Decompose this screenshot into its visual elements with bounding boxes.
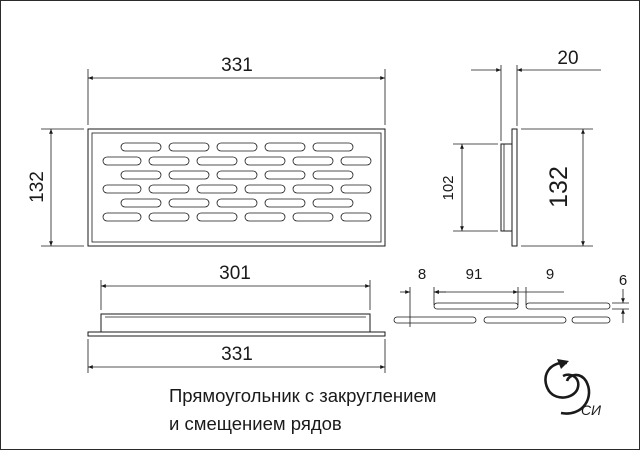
logo-text: СИ xyxy=(581,402,602,418)
grille-slot xyxy=(264,198,306,208)
side-inner-height-dimension: 102 xyxy=(440,143,498,232)
grille-slot xyxy=(196,156,238,166)
grille-slot xyxy=(340,184,372,194)
front-height-label: 132 xyxy=(27,171,48,203)
logo-swirl-icon xyxy=(557,359,569,369)
side-inner-height-label: 102 xyxy=(440,175,457,200)
front-view xyxy=(87,128,386,247)
grille-slot xyxy=(120,142,162,152)
grille-slot xyxy=(244,156,286,166)
grille-slot xyxy=(216,170,258,180)
slot-offset-label: 8 xyxy=(418,266,426,283)
logo-swirl-icon xyxy=(544,361,580,399)
slot-detail-row-upper xyxy=(433,302,611,310)
grille-slot xyxy=(196,184,238,194)
grille-slot xyxy=(196,212,238,222)
grille-slot xyxy=(244,184,286,194)
side-view xyxy=(500,128,518,247)
grille-slot xyxy=(148,156,190,166)
grille-slot xyxy=(312,170,354,180)
grille-slot xyxy=(292,212,334,222)
detail-slot xyxy=(571,316,611,324)
grille-slot xyxy=(340,156,372,166)
grille-slot xyxy=(264,142,306,152)
grille-slot xyxy=(102,212,142,222)
logo-swirl-icon xyxy=(560,373,591,415)
grille-slot xyxy=(312,142,354,152)
grille-slot xyxy=(168,142,210,152)
front-width-label: 331 xyxy=(221,55,253,76)
slot-rows xyxy=(102,142,372,222)
grille-slot xyxy=(168,198,210,208)
grille-outer-frame xyxy=(87,128,386,247)
detail-slot xyxy=(393,316,477,324)
bottom-outer-width-dimension: 331 xyxy=(87,339,386,373)
company-logo: СИ xyxy=(544,359,602,418)
slot-gap-label: 9 xyxy=(546,266,554,283)
grille-slot xyxy=(120,170,162,180)
caption-line-2: и смещением рядов xyxy=(169,413,342,434)
bottom-view xyxy=(87,313,386,337)
grille-slot xyxy=(148,184,190,194)
grille-slot xyxy=(102,184,142,194)
grille-slot xyxy=(340,212,372,222)
side-body xyxy=(500,143,513,232)
grille-slot xyxy=(168,170,210,180)
detail-slot xyxy=(433,302,519,310)
grille-slot xyxy=(244,212,286,222)
side-flange xyxy=(511,128,518,247)
bottom-inner-width-label: 301 xyxy=(219,263,251,284)
grille-slot xyxy=(264,170,306,180)
grille-slot xyxy=(216,142,258,152)
detail-slot xyxy=(525,302,611,310)
slot-detail-row-lower xyxy=(393,316,611,324)
grille-slot xyxy=(120,198,162,208)
slot-width-label: 6 xyxy=(619,272,627,289)
grille-slot xyxy=(292,184,334,194)
grille-inner-frame xyxy=(91,132,382,243)
grille-slot xyxy=(148,212,190,222)
bottom-view-flange xyxy=(87,331,386,337)
side-depth-dimension: 20 xyxy=(471,48,601,141)
side-outer-height-dimension: 132 xyxy=(521,128,593,247)
grille-slot xyxy=(312,198,354,208)
grille-slot xyxy=(102,156,142,166)
front-width-dimension: 331 xyxy=(87,55,386,125)
front-height-dimension: 132 xyxy=(27,128,84,247)
caption-line-1: Прямоугольник с закруглением xyxy=(169,385,437,406)
side-outer-height-label: 132 xyxy=(545,166,573,208)
slot-detail: 8 91 9 6 xyxy=(393,266,629,327)
grille-slot xyxy=(292,156,334,166)
detail-slot xyxy=(483,316,567,324)
side-depth-label: 20 xyxy=(557,48,578,69)
slot-length-label: 91 xyxy=(466,266,483,283)
grille-slot xyxy=(216,198,258,208)
bottom-inner-width-dimension: 301 xyxy=(100,263,371,310)
bottom-outer-width-label: 331 xyxy=(221,344,253,365)
